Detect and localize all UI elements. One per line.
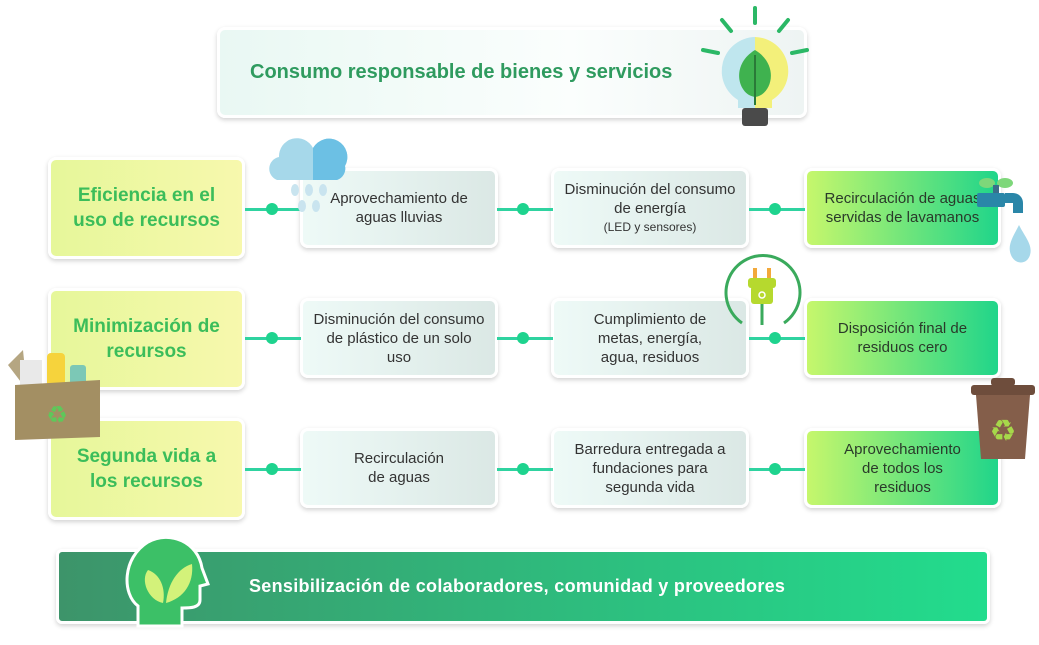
connector-dot bbox=[769, 203, 781, 215]
item-box: Disminución del consumo de plástico de u… bbox=[300, 298, 498, 378]
category-second-life: Segunda vida a los recursos bbox=[48, 418, 245, 520]
lightbulb-leaf-icon bbox=[701, 6, 809, 126]
item-label: Cumplimiento de metas, energía, agua, re… bbox=[593, 310, 707, 366]
category-label: Eficiencia en el uso de recursos bbox=[73, 185, 220, 231]
water-drop-icon bbox=[1009, 225, 1031, 263]
connector-dot bbox=[266, 203, 278, 215]
item-box: Cumplimiento de metas, energía, agua, re… bbox=[551, 298, 749, 378]
item-box: Barredura entregada a fundaciones para s… bbox=[551, 428, 749, 508]
item-label: Disminución del consumo de plástico de u… bbox=[313, 310, 485, 366]
connector-dot bbox=[517, 332, 529, 344]
title-box: Consumo responsable de bienes y servicio… bbox=[217, 27, 807, 118]
head-leaf-icon bbox=[125, 535, 210, 628]
connector-dot bbox=[517, 463, 529, 475]
category-label: Segunda vida a los recursos bbox=[76, 446, 217, 492]
category-label: Minimización de recursos bbox=[73, 316, 220, 362]
rain-cloud-icon bbox=[269, 138, 348, 212]
plug-icon bbox=[724, 254, 802, 325]
footer-text: Sensibilización de colaboradores, comuni… bbox=[249, 576, 786, 596]
item-box: Aprovechamiento de todos los residuos bbox=[804, 428, 1001, 508]
item-text: Disminución del consumo de energía bbox=[564, 180, 736, 217]
item-label: Disposición final de residuos cero bbox=[837, 320, 968, 356]
faucet-icon bbox=[977, 178, 1031, 263]
svg-text:♻: ♻ bbox=[990, 415, 1017, 448]
item-note: (LED y sensores) bbox=[603, 219, 697, 234]
svg-text:♻: ♻ bbox=[46, 402, 68, 429]
item-box: Aprovechamiento de aguas lluvias bbox=[300, 168, 498, 248]
item-label: Barredura entregada a fundaciones para s… bbox=[574, 440, 726, 496]
title: Consumo responsable de bienes y servicio… bbox=[250, 61, 673, 83]
connector-dot bbox=[769, 332, 781, 344]
item-label: Recirculación de aguas servidas de lavam… bbox=[824, 190, 981, 226]
item-label: Recirculación de aguas bbox=[353, 450, 445, 486]
item-box: Recirculación de aguas servidas de lavam… bbox=[804, 168, 1001, 248]
item-label: Aprovechamiento de aguas lluvias bbox=[330, 190, 468, 226]
connector-dot bbox=[769, 463, 781, 475]
item-box: Disminución del consumo de energía (LED y… bbox=[551, 168, 749, 248]
connector-dot bbox=[266, 332, 278, 344]
connector-dot bbox=[266, 463, 278, 475]
connector-dot bbox=[517, 203, 529, 215]
recycle-bin-icon: ♻ bbox=[971, 378, 1035, 459]
item-box: Disposición final de residuos cero bbox=[804, 298, 1001, 378]
category-efficiency: Eficiencia en el uso de recursos bbox=[48, 157, 245, 259]
item-label: Aprovechamiento de todos los residuos bbox=[844, 440, 961, 496]
recycle-box-icon: ♻ bbox=[8, 350, 100, 440]
item-label: Disminución del consumo de energía (LED y… bbox=[564, 180, 736, 237]
footer-banner: Sensibilización de colaboradores, comuni… bbox=[56, 549, 990, 624]
item-box: Recirculación de aguas bbox=[300, 428, 498, 508]
